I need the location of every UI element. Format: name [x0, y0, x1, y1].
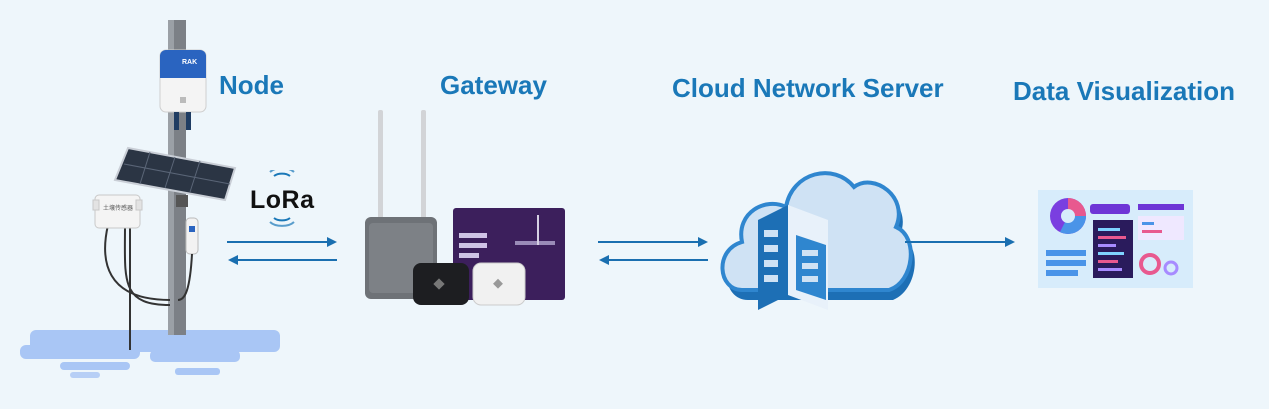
stage-label-node: Node: [219, 70, 284, 100]
signal-waves-icon: [269, 170, 295, 227]
arrow-cloud-to-dashboard: [905, 237, 1015, 247]
arrow-gateway-to-cloud: [598, 237, 708, 265]
protocol-label: LoRa: [250, 186, 315, 214]
stage-label-cloud: Cloud Network Server: [672, 73, 944, 103]
node-box: [159, 49, 207, 130]
soil-sensor-box: [92, 194, 143, 229]
stage-label-visualization: Data Visualization: [1013, 76, 1236, 106]
stage-label-gateway: Gateway: [440, 70, 547, 100]
node-device-illustration: [20, 20, 280, 378]
water-puddle: [20, 330, 280, 378]
solar-panel: [113, 146, 237, 207]
arrow-node-to-gateway: [227, 237, 337, 265]
sensor-label: 土壤传感器: [103, 206, 134, 212]
node-brand-badge: RAK: [182, 59, 198, 66]
dashboard-icon: [1038, 190, 1193, 288]
cloud-server-icon: [720, 171, 915, 310]
gateway-devices-illustration: [365, 110, 565, 306]
